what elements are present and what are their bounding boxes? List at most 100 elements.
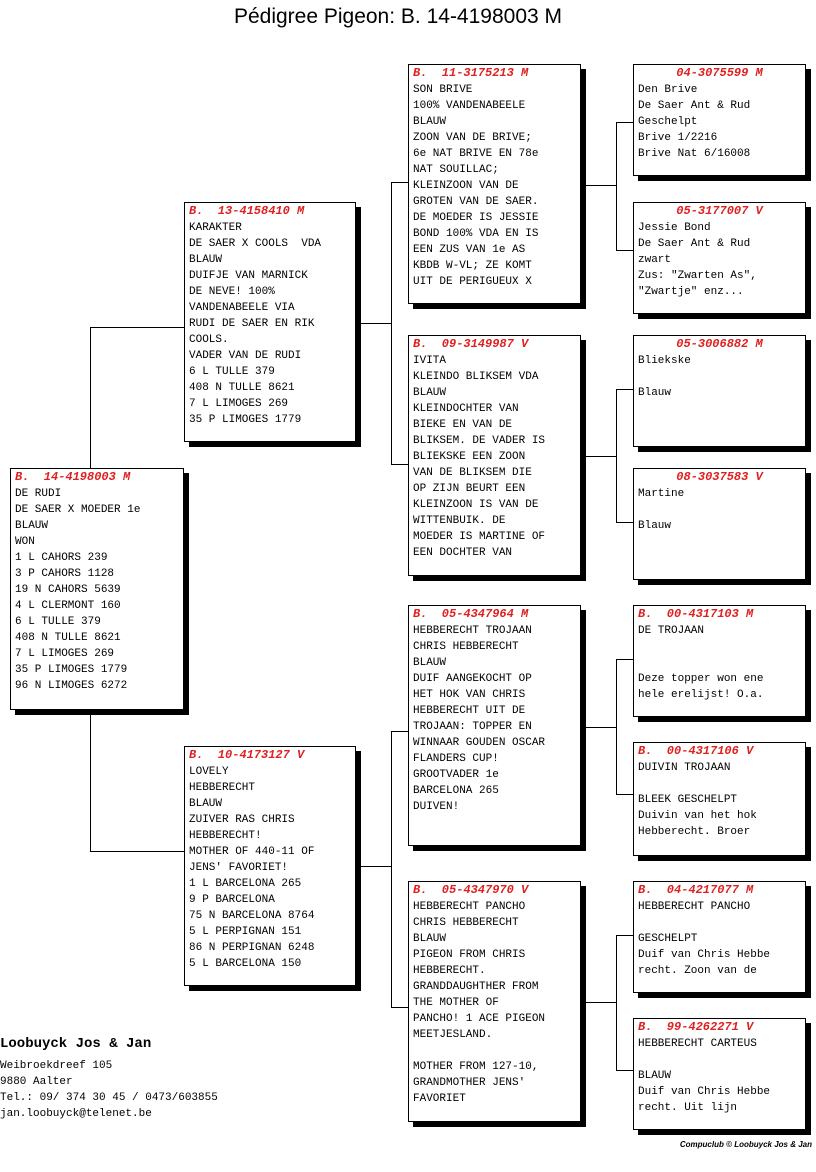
pigeon-info-line: IVITA [413, 355, 447, 367]
pigeon-info-line: FAVORIET [413, 1093, 466, 1105]
pigeon-info-line: 86 N PERPIGNAN 6248 [189, 942, 315, 954]
connector [90, 851, 184, 852]
connector [391, 1007, 408, 1008]
pigeon-info-line: 1 L CAHORS 239 [15, 552, 108, 564]
pigeon-info-line: KARAKTER [189, 222, 242, 234]
ring-number: B. 10-4173127 V [189, 748, 305, 762]
pigeon-info-line: 19 N CAHORS 5639 [15, 584, 121, 596]
connector [90, 710, 91, 851]
ring-number: B. 09-3149987 V [413, 337, 529, 351]
pigeon-info-line: 6e NAT BRIVE EN 78e [413, 148, 539, 160]
pigeon-info-line: 408 N TULLE 8621 [189, 382, 295, 394]
connector [356, 323, 391, 324]
pigeon-info-line: GRANDDAUGHTHER FROM [413, 981, 539, 993]
pigeon-info-line: SON BRIVE [413, 84, 473, 96]
pigeon-info-line: Brive Nat 6/16008 [638, 148, 751, 160]
pigeon-info-line: ZUIVER RAS CHRIS [189, 814, 295, 826]
ring-number: 05-3177007 V [676, 204, 763, 218]
pigeon-info-line: BOND 100% VDA EN IS [413, 228, 539, 240]
pigeon-info-line: Deze topper won ene [638, 673, 764, 685]
pigeon-info-line: GROTEN VAN DE SAER. [413, 196, 539, 208]
ring-number: B. 04-4217077 M [638, 883, 754, 897]
pigeon-info-line: 6 L TULLE 379 [15, 616, 101, 628]
pigeon-info-line: CHRIS HEBBERECHT [413, 917, 519, 929]
pigeon-info-line [638, 369, 801, 385]
owner-city: 9880 Aalter [0, 1076, 73, 1088]
pigeon-info-line: KLEINZOON VAN DE [413, 180, 519, 192]
pigeon-info-line: BLAUW [413, 387, 447, 399]
pigeon-info-line: BLAUW [413, 933, 447, 945]
pigeon-info-line: DE SAER X MOEDER 1e [15, 504, 141, 516]
ring-number: B. 14-4198003 M [15, 470, 131, 484]
pigeon-info-line: TROJAAN: TOPPER EN [413, 721, 532, 733]
pigeon-info-line [638, 655, 801, 671]
connector [391, 731, 392, 1007]
pigeon-info-line: Brive 1/2216 [638, 132, 718, 144]
pigeon-info-line: recht. Uit lijn [638, 1102, 738, 1114]
pigeon-info-line: Duif van Chris Hebbe [638, 1086, 771, 1098]
owner-block: Loobuyck Jos & Jan Weibroekdreef 105 988… [0, 1034, 218, 1122]
pigeon-info-line: HEBBERECHT PANCHO [638, 901, 751, 913]
connector [616, 122, 633, 123]
pigeon-info-line: HEBBERECHT! [189, 830, 262, 842]
pigeon-info-line: 7 L LIMOGES 269 [189, 398, 289, 410]
pigeon-card-mff: B. 00-4317103 M DE TROJAAN Deze topper wo… [633, 605, 806, 717]
pigeon-info-line: KLEINDOCHTER VAN [413, 403, 519, 415]
pigeon-info-line: HEBBERECHT CARTEUS [638, 1038, 757, 1050]
ring-number: 08-3037583 V [676, 470, 763, 484]
pigeon-info-line: 35 P LIMOGES 1779 [15, 664, 128, 676]
pigeon-info-line: DE RUDI [15, 488, 62, 500]
pigeon-info-line: MOTHER FROM 127-10, [413, 1061, 539, 1073]
pigeon-info-line: KBDB W-VL; ZE KOMT [413, 260, 532, 272]
connector [581, 456, 616, 457]
pigeon-info-line: Martine [638, 488, 685, 500]
pigeon-info-line: HET HOK VAN CHRIS [413, 689, 526, 701]
pigeon-info-line: DE TROJAAN [638, 625, 705, 637]
connector [391, 464, 408, 465]
footer-credit: Compuclub © Loobuyck Jos & Jan [679, 1140, 812, 1149]
pigeon-info-line: Geschelpt [638, 116, 698, 128]
pigeon-info-line: BLAUW [15, 520, 49, 532]
pigeon-info-line: WON [15, 536, 35, 548]
pigeon-info-line: WITTENBUIK. DE [413, 515, 506, 527]
pigeon-info-line: DUIFJE VAN MARNICK [189, 270, 308, 282]
pigeon-info-line: Duif van Chris Hebbe [638, 949, 771, 961]
connector [391, 182, 408, 183]
connector [391, 182, 392, 464]
pigeon-info-line: OP ZIJN BEURT EEN [413, 483, 526, 495]
pigeon-info-line [638, 1052, 801, 1068]
pigeon-info-line: EEN ZUS VAN 1e AS [413, 244, 526, 256]
pigeon-info-line: HEBBERECHT UIT DE [413, 705, 526, 717]
connector [616, 1070, 633, 1071]
connector [616, 250, 633, 251]
pigeon-info-line: VANDENABEELE VIA [189, 302, 295, 314]
ring-number: B. 00-4317103 M [638, 607, 754, 621]
pigeon-info-line [638, 502, 801, 518]
pigeon-info-line: Duivin van het hok [638, 810, 757, 822]
pigeon-info-line: LOVELY [189, 766, 229, 778]
pigeon-info-line: DUIVIN TROJAAN [638, 762, 731, 774]
pigeon-info-line [638, 915, 801, 931]
connector [616, 659, 617, 794]
connector [616, 122, 617, 250]
owner-address: Weibroekdreef 105 [0, 1060, 113, 1072]
pigeon-info-line: BLAUW [413, 657, 447, 669]
owner-phone: Tel.: 09/ 374 30 45 / 0473/603855 [0, 1092, 218, 1104]
pigeon-info-line: recht. Zoon van de [638, 965, 757, 977]
ring-number: 05-3006882 M [676, 337, 763, 351]
pigeon-info-line: Hebberecht. Broer [638, 826, 751, 838]
